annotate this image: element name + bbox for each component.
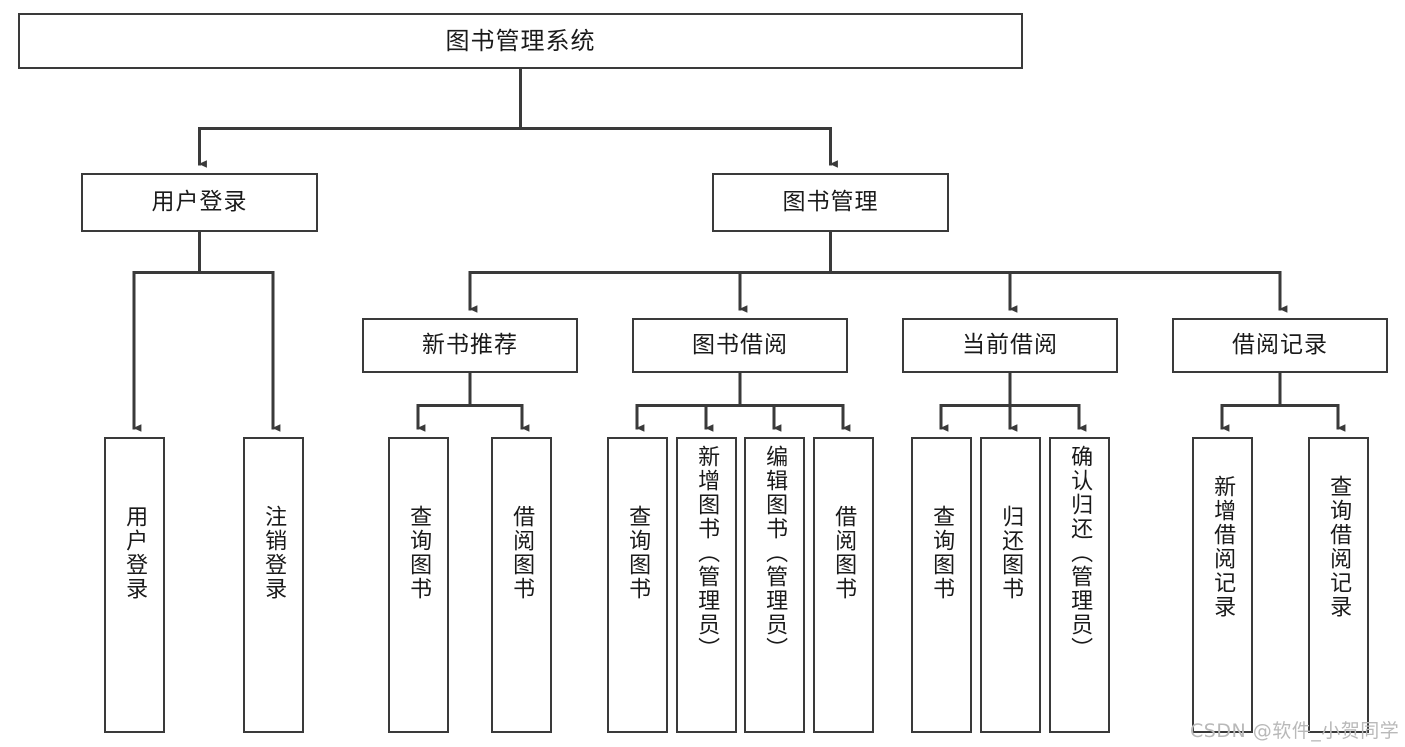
watermark-csdn: CSDN @软件_小贺同学 bbox=[1190, 720, 1400, 742]
node-label: 图书借阅 bbox=[692, 331, 788, 358]
node-current-borrow[interactable]: 当前借阅 bbox=[902, 318, 1118, 373]
node-user-login[interactable]: 用户登录 bbox=[81, 173, 318, 232]
node-label: 归还图书 bbox=[998, 505, 1024, 601]
node-label: 查询图书 bbox=[929, 505, 955, 601]
leaf-borrow-book-2[interactable]: 借阅图书 bbox=[813, 437, 874, 733]
node-label: 借阅记录 bbox=[1232, 331, 1328, 358]
node-borrow-record[interactable]: 借阅记录 bbox=[1172, 318, 1388, 373]
node-label: 新增借阅记录 bbox=[1210, 475, 1236, 619]
node-label: 查询图书 bbox=[406, 505, 432, 601]
leaf-query-book-1[interactable]: 查询图书 bbox=[388, 437, 449, 733]
leaf-add-book[interactable]: 新增图书（管理员） bbox=[676, 437, 737, 733]
node-label: 编辑图书（管理员） bbox=[762, 445, 788, 661]
node-label: 注销登录 bbox=[261, 505, 287, 601]
leaf-query-book-2[interactable]: 查询图书 bbox=[607, 437, 668, 733]
node-label: 新书推荐 bbox=[422, 331, 518, 358]
node-label: 查询图书 bbox=[625, 505, 651, 601]
node-book-borrow[interactable]: 图书借阅 bbox=[632, 318, 848, 373]
node-new-book-recommend[interactable]: 新书推荐 bbox=[362, 318, 578, 373]
node-label: 用户登录 bbox=[122, 505, 148, 601]
leaf-edit-book[interactable]: 编辑图书（管理员） bbox=[744, 437, 805, 733]
leaf-borrow-book-1[interactable]: 借阅图书 bbox=[491, 437, 552, 733]
node-label: 确认归还（管理员） bbox=[1067, 445, 1093, 661]
leaf-add-record[interactable]: 新增借阅记录 bbox=[1192, 437, 1253, 733]
leaf-return-book[interactable]: 归还图书 bbox=[980, 437, 1041, 733]
node-root-system[interactable]: 图书管理系统 bbox=[18, 13, 1023, 69]
leaf-user-login[interactable]: 用户登录 bbox=[104, 437, 165, 733]
leaf-query-record[interactable]: 查询借阅记录 bbox=[1308, 437, 1369, 733]
node-book-manage[interactable]: 图书管理 bbox=[712, 173, 949, 232]
node-label: 借阅图书 bbox=[831, 505, 857, 601]
node-label: 查询借阅记录 bbox=[1326, 475, 1352, 619]
node-label: 图书管理 bbox=[782, 188, 879, 215]
node-label: 新增图书（管理员） bbox=[694, 445, 720, 661]
leaf-query-book-3[interactable]: 查询图书 bbox=[911, 437, 972, 733]
leaf-confirm-return[interactable]: 确认归还（管理员） bbox=[1049, 437, 1110, 733]
node-label: 图书管理系统 bbox=[445, 26, 596, 55]
node-label: 借阅图书 bbox=[509, 505, 535, 601]
leaf-logout[interactable]: 注销登录 bbox=[243, 437, 304, 733]
node-label: 当前借阅 bbox=[962, 331, 1058, 358]
node-label: 用户登录 bbox=[151, 188, 248, 215]
